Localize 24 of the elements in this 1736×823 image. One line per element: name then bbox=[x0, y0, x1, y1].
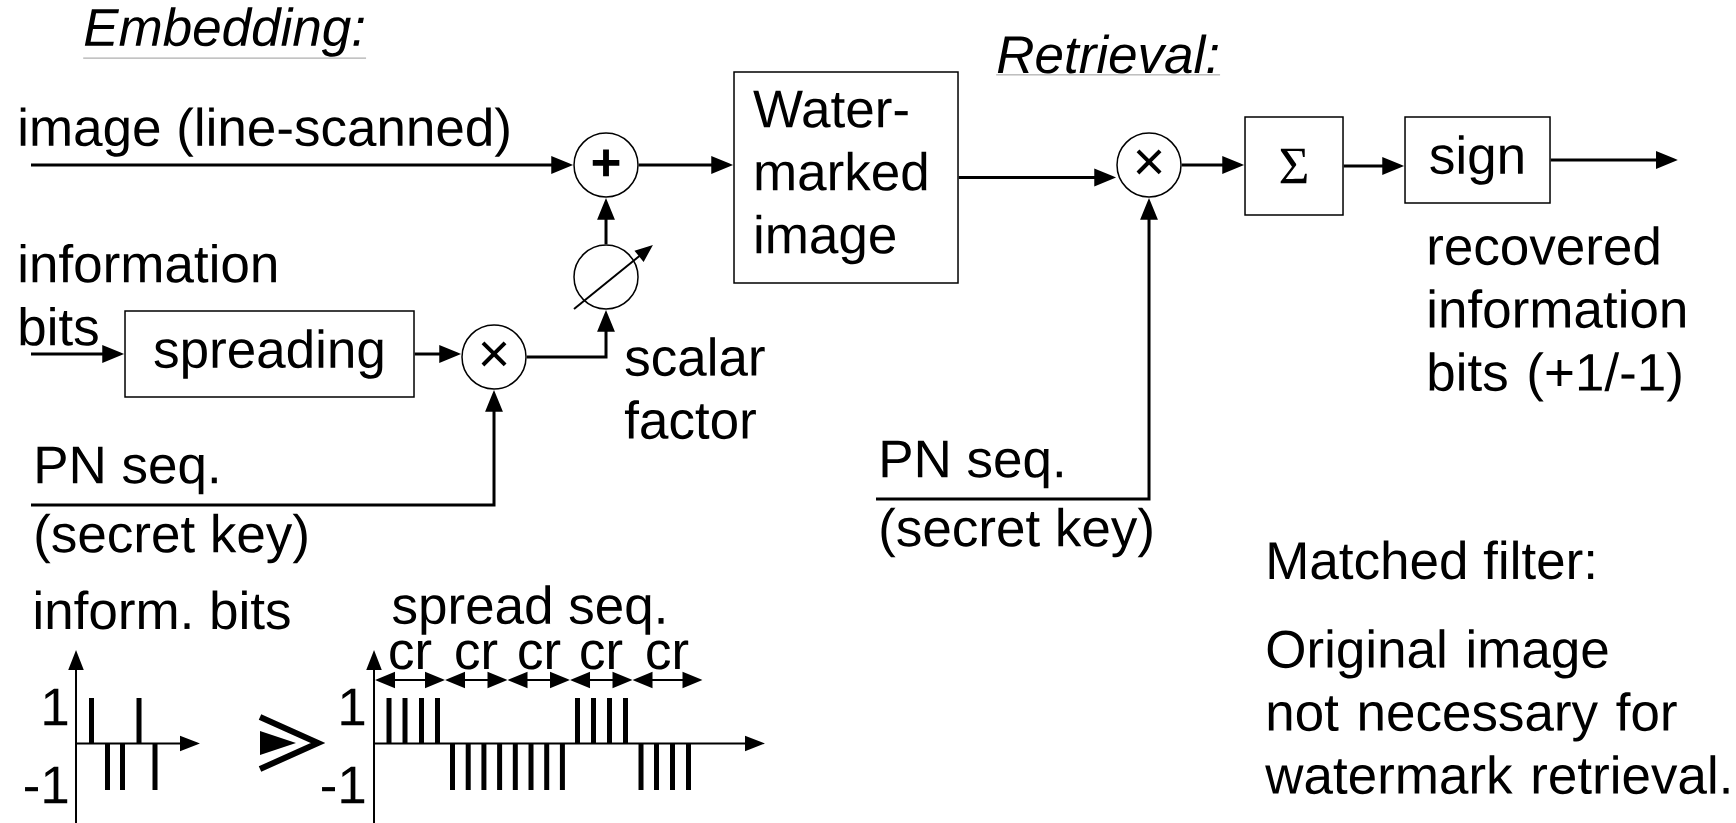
input-label: PN seq. (secret key) bbox=[36, 446, 307, 564]
tick-label: -1 bbox=[25, 766, 68, 804]
dimension-label: cr bbox=[519, 640, 561, 670]
dimension-label: cr bbox=[647, 640, 689, 670]
tick-label: -1 bbox=[322, 766, 365, 804]
process-box: sign bbox=[1404, 116, 1551, 204]
dimension-label: cr bbox=[456, 640, 498, 670]
note-heading: Matched filter: bbox=[1269, 540, 1594, 580]
input-label: image (line-scanned) bbox=[20, 107, 509, 157]
note-text: Original image not necessary for watermark retrieval. bbox=[1265, 629, 1729, 795]
dimension-label: cr bbox=[581, 640, 623, 670]
tick-label: 1 bbox=[44, 688, 68, 726]
plot-title: inform. bits bbox=[35, 590, 290, 630]
dimension-label: cr bbox=[390, 640, 432, 670]
section-heading: Retrieval: bbox=[996, 34, 1221, 76]
tick-label: 1 bbox=[341, 688, 365, 726]
input-label: PN seq. (secret key) bbox=[881, 440, 1152, 558]
output-caption: recovered information bits (+1/-1) bbox=[1429, 226, 1685, 402]
process-box: Water- marked image bbox=[733, 71, 959, 284]
section-heading: Embedding: bbox=[83, 7, 367, 59]
process-box: spreading bbox=[124, 310, 415, 398]
summation-box: Σ bbox=[1244, 116, 1344, 216]
plot-title: spread seq. bbox=[393, 585, 664, 635]
node-caption: scalar factor bbox=[624, 337, 765, 440]
